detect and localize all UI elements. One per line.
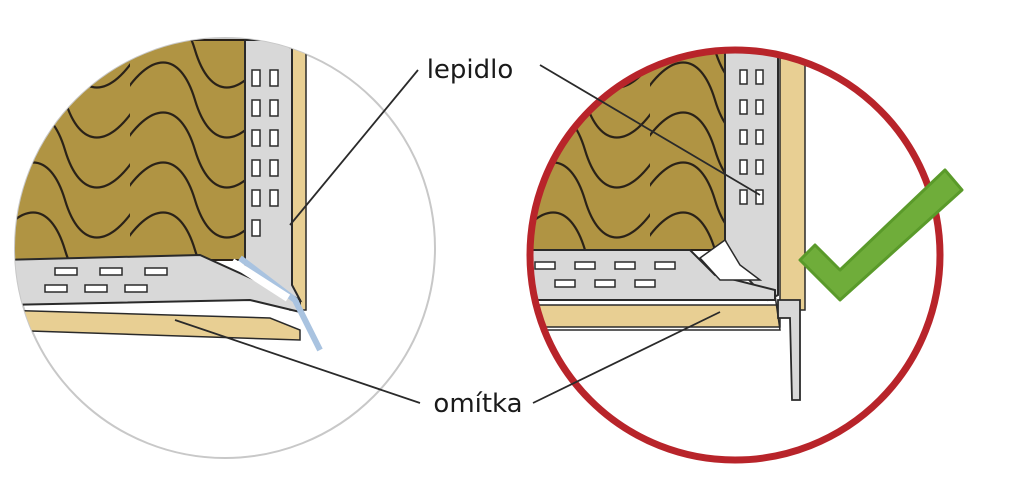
incorrect-detail (14, 37, 436, 459)
plaster-label: omítka (433, 389, 522, 419)
leader-lines (174, 64, 761, 404)
check-icon (798, 168, 964, 302)
plaster-layer-horizontal (15, 309, 301, 341)
adhesive-label: lepidlo (427, 55, 514, 85)
profile-perforations-vertical (739, 69, 764, 205)
profile-perforations-vertical (251, 69, 279, 237)
correct-detail-ring (526, 46, 944, 464)
profile-perforations-horizontal (534, 261, 676, 288)
adhesive-leader-right (539, 64, 761, 196)
adhesive-leader-left (289, 69, 419, 226)
plaster-leader-right (532, 311, 721, 404)
correct-detail (526, 46, 964, 464)
profile-perforations-horizontal (44, 267, 168, 293)
insulation-board (15, 39, 251, 261)
reinforcing-mesh (238, 255, 323, 352)
plaster-layer-vertical (779, 50, 806, 311)
plaster-leader-left (174, 319, 421, 404)
